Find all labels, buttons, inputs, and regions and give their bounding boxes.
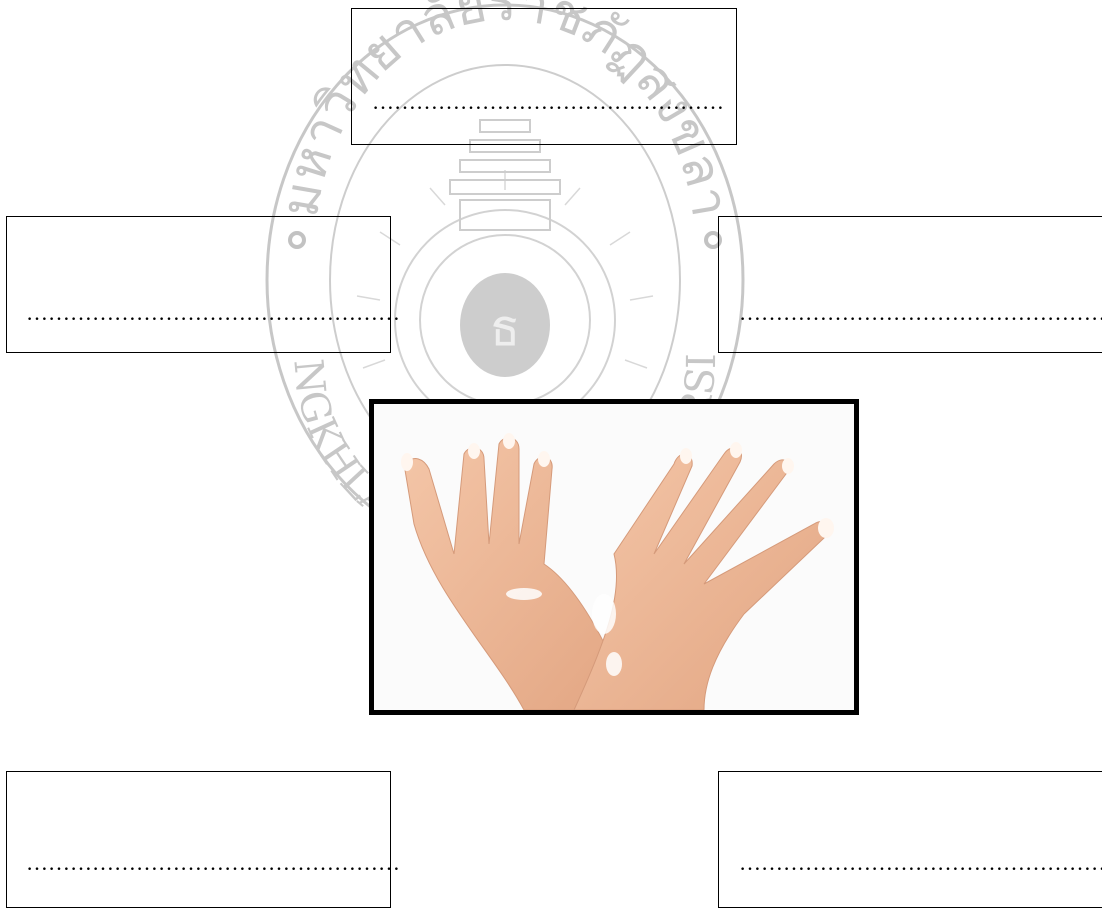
answer-box-top[interactable]: ………………………………………… — [351, 8, 737, 145]
answer-box-bottom-left[interactable]: …………………………………………… — [6, 771, 391, 908]
answer-blank-middle-left: …………………………………………… — [26, 300, 400, 326]
answer-box-middle-right[interactable]: …………………………………………… — [718, 216, 1102, 353]
answer-box-bottom-right[interactable]: …………………………………………… — [718, 771, 1102, 908]
answer-box-middle-left[interactable]: …………………………………………… — [6, 216, 391, 353]
svg-text:ธ: ธ — [490, 299, 521, 357]
answer-blank-top: ………………………………………… — [372, 89, 724, 115]
answer-blank-bottom-left: …………………………………………… — [26, 850, 400, 876]
answer-blank-middle-right: …………………………………………… — [739, 300, 1102, 326]
answer-blank-bottom-right: …………………………………………… — [739, 850, 1102, 876]
hands-photo — [369, 399, 859, 715]
